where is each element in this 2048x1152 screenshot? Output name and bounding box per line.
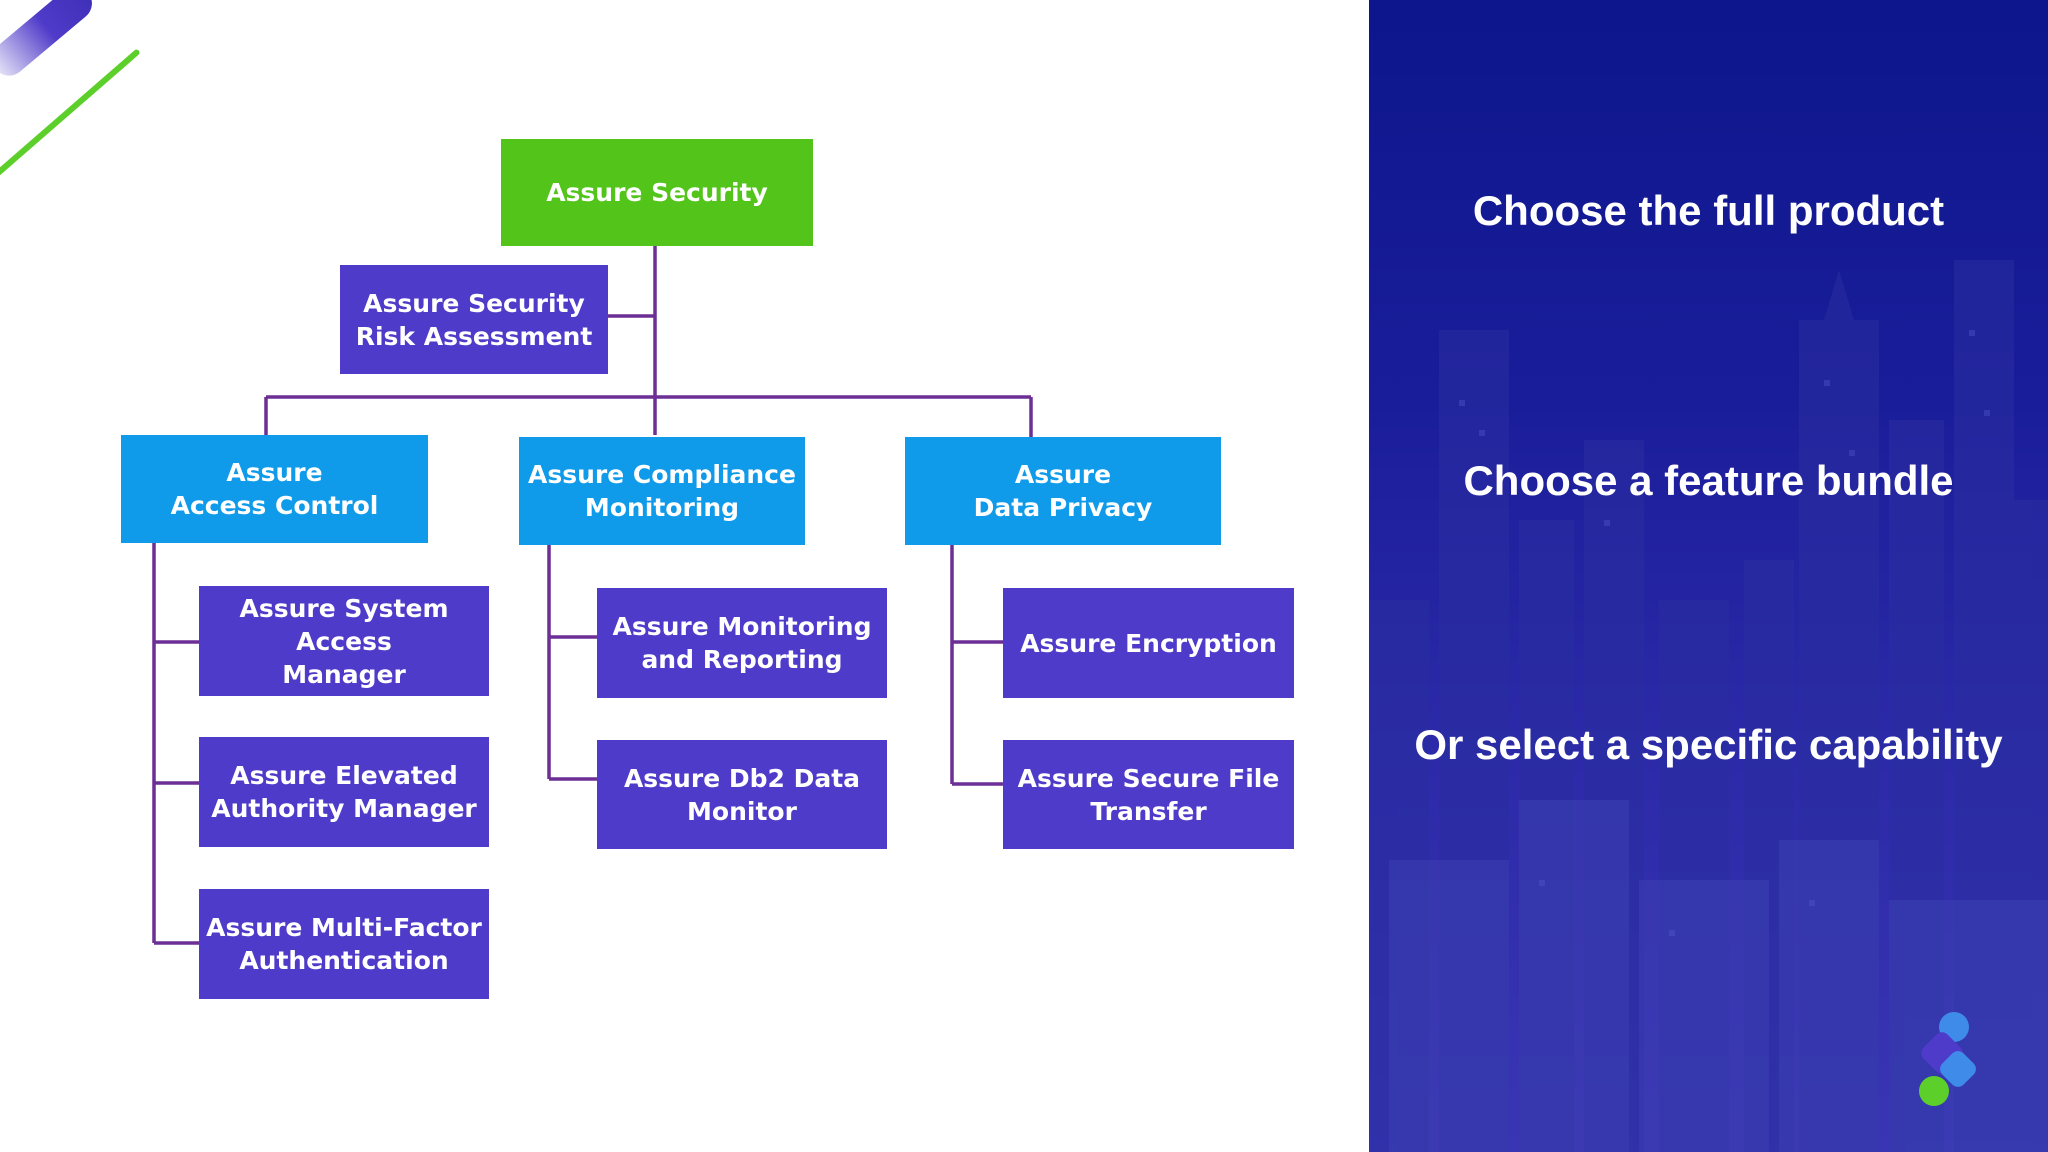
connector-access-control-children — [152, 543, 199, 945]
node-secure-file-transfer: Assure Secure File Transfer — [1003, 740, 1294, 849]
brand-logo-icon — [1919, 1012, 1976, 1106]
node-system-access-manager: Assure System Access Manager — [199, 586, 489, 696]
node-elevated-authority-manager: Assure Elevated Authority Manager — [199, 737, 489, 847]
option-specific-capability: Or select a specific capability — [1414, 721, 2003, 768]
node-multi-factor-authentication: Assure Multi-Factor Authentication — [199, 889, 489, 999]
node-assure-security: Assure Security — [501, 139, 813, 246]
node-risk-assessment: Assure Security Risk Assessment — [340, 265, 608, 374]
node-encryption: Assure Encryption — [1003, 588, 1294, 698]
org-chart: Assure Security Assure Security Risk Ass… — [0, 0, 1294, 999]
city-skyline-background — [1369, 260, 2048, 1152]
node-access-control: Assure Access Control — [121, 435, 428, 543]
connector-lines — [152, 246, 1033, 945]
node-data-privacy: Assure Data Privacy — [905, 437, 1221, 545]
option-feature-bundle: Choose a feature bundle — [1463, 457, 1954, 504]
option-full-product: Choose the full product — [1472, 187, 1945, 234]
node-db2-data-monitor: Assure Db2 Data Monitor — [597, 740, 887, 849]
connector-privacy-children — [950, 545, 1003, 786]
node-monitoring-and-reporting: Assure Monitoring and Reporting — [597, 588, 887, 698]
node-compliance-monitoring: Assure Compliance Monitoring — [519, 437, 805, 545]
options-panel: Choose the full product Choose a feature… — [1369, 0, 2048, 1152]
connector-compliance-children — [547, 543, 597, 781]
